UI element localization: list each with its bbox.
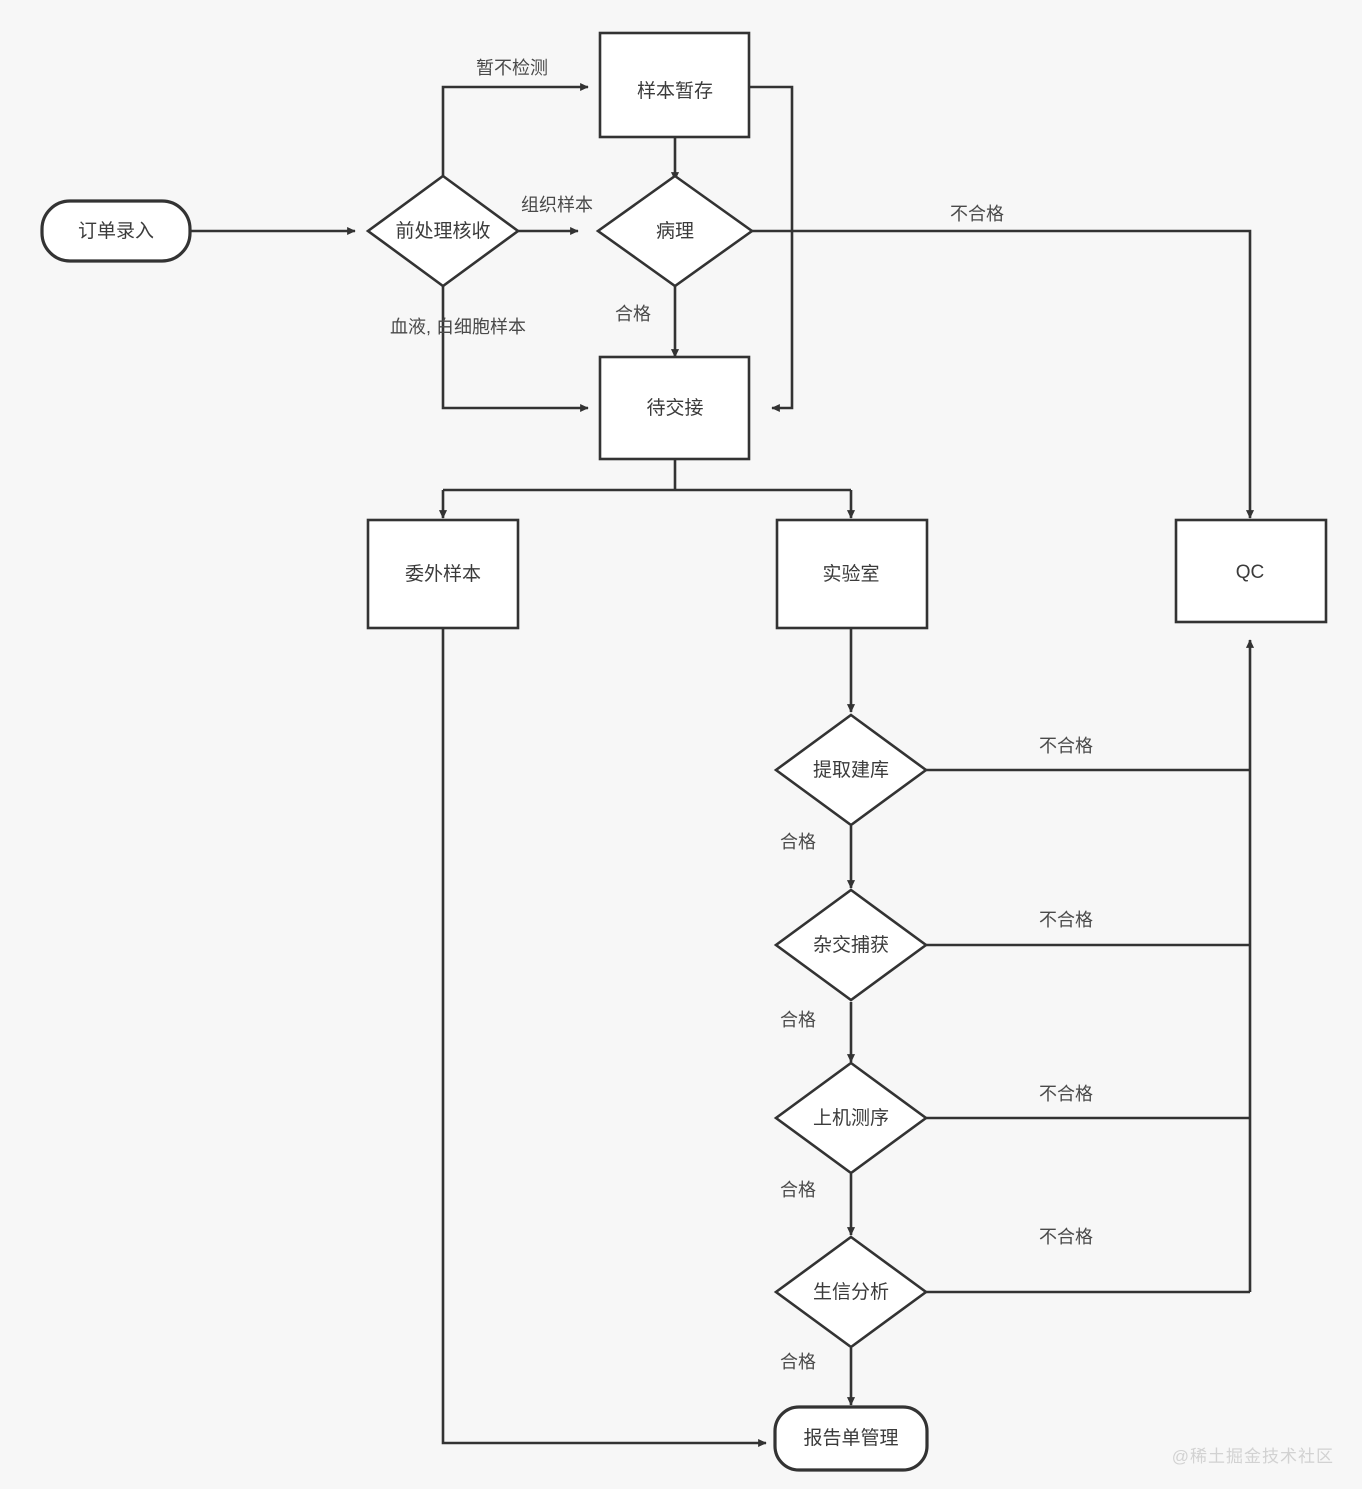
node-bioinformatics-label: 生信分析: [813, 1281, 889, 1303]
edge-samplehold-to-handover: [749, 85, 794, 413]
edge-label-pathology-pass: 合格: [615, 304, 651, 324]
node-sample-hold[interactable]: 样本暂存: [598, 31, 751, 139]
node-pre-check[interactable]: 前处理核收: [365, 174, 521, 288]
edge-precheck-to-samplehold: [441, 82, 589, 181]
node-pathology-label: 病理: [656, 220, 694, 242]
node-hybrid-capture-label: 杂交捕获: [813, 934, 889, 956]
node-pre-check-label: 前处理核收: [395, 220, 490, 242]
edge-label-hybrid-fail: 不合格: [1039, 910, 1093, 930]
edge-outsourced-to-report: [441, 628, 767, 1448]
node-extract-library-label: 提取建库: [813, 759, 889, 781]
edge-label-pathology-fail: 不合格: [950, 204, 1004, 224]
nodes-layer: 订单录入 样本暂存 前处理核收 病理 待交接: [40, 31, 1328, 1472]
edge-label-bioinfo-pass: 合格: [780, 1352, 816, 1372]
node-qc[interactable]: QC: [1174, 518, 1328, 624]
node-sequencing-label: 上机测序: [813, 1107, 889, 1129]
edge-label-sequencing-pass: 合格: [780, 1180, 816, 1200]
edge-label-bioinfo-fail: 不合格: [1039, 1227, 1093, 1247]
node-laboratory-label: 实验室: [822, 563, 879, 585]
edge-label-hybrid-pass: 合格: [780, 1010, 816, 1030]
edge-precheck-to-handover: [441, 281, 589, 413]
node-outsourced-sample-label: 委外样本: [405, 563, 481, 585]
node-sequencing[interactable]: 上机测序: [773, 1061, 929, 1175]
edge-label-extract-pass: 合格: [780, 832, 816, 852]
watermark-label: @稀土掘金技术社区: [1171, 1447, 1334, 1466]
node-extract-library[interactable]: 提取建库: [773, 713, 929, 827]
node-report-management-label: 报告单管理: [803, 1427, 898, 1449]
node-sample-hold-label: 样本暂存: [637, 80, 713, 102]
node-hybrid-capture[interactable]: 杂交捕获: [773, 888, 929, 1002]
node-pending-handover[interactable]: 待交接: [598, 355, 751, 461]
edge-label-tissue-sample: 组织样本: [521, 195, 593, 215]
edge-label-sequencing-fail: 不合格: [1039, 1084, 1093, 1104]
node-bioinformatics[interactable]: 生信分析: [773, 1235, 929, 1349]
node-order-entry-label: 订单录入: [78, 220, 154, 242]
node-outsourced-sample[interactable]: 委外样本: [366, 518, 520, 630]
edge-label-blood-wbc-sample: 血液, 白细胞样本: [390, 317, 526, 337]
edge-pathology-fail-to-qc: [752, 229, 1255, 519]
edge-label-no-test-yet: 暂不检测: [476, 58, 548, 78]
edges-layer: [190, 82, 1255, 1448]
node-order-entry[interactable]: 订单录入: [40, 199, 192, 263]
node-pathology[interactable]: 病理: [595, 174, 755, 288]
node-laboratory[interactable]: 实验室: [775, 518, 929, 630]
node-qc-label: QC: [1236, 562, 1265, 583]
edge-labels-layer: 暂不检测 组织样本 血液, 白细胞样本 合格 不合格 不合格 合格 不合格 合格…: [390, 58, 1093, 1372]
node-report-management[interactable]: 报告单管理: [773, 1405, 929, 1472]
node-pending-handover-label: 待交接: [646, 397, 703, 419]
edge-label-extract-fail: 不合格: [1039, 736, 1093, 756]
